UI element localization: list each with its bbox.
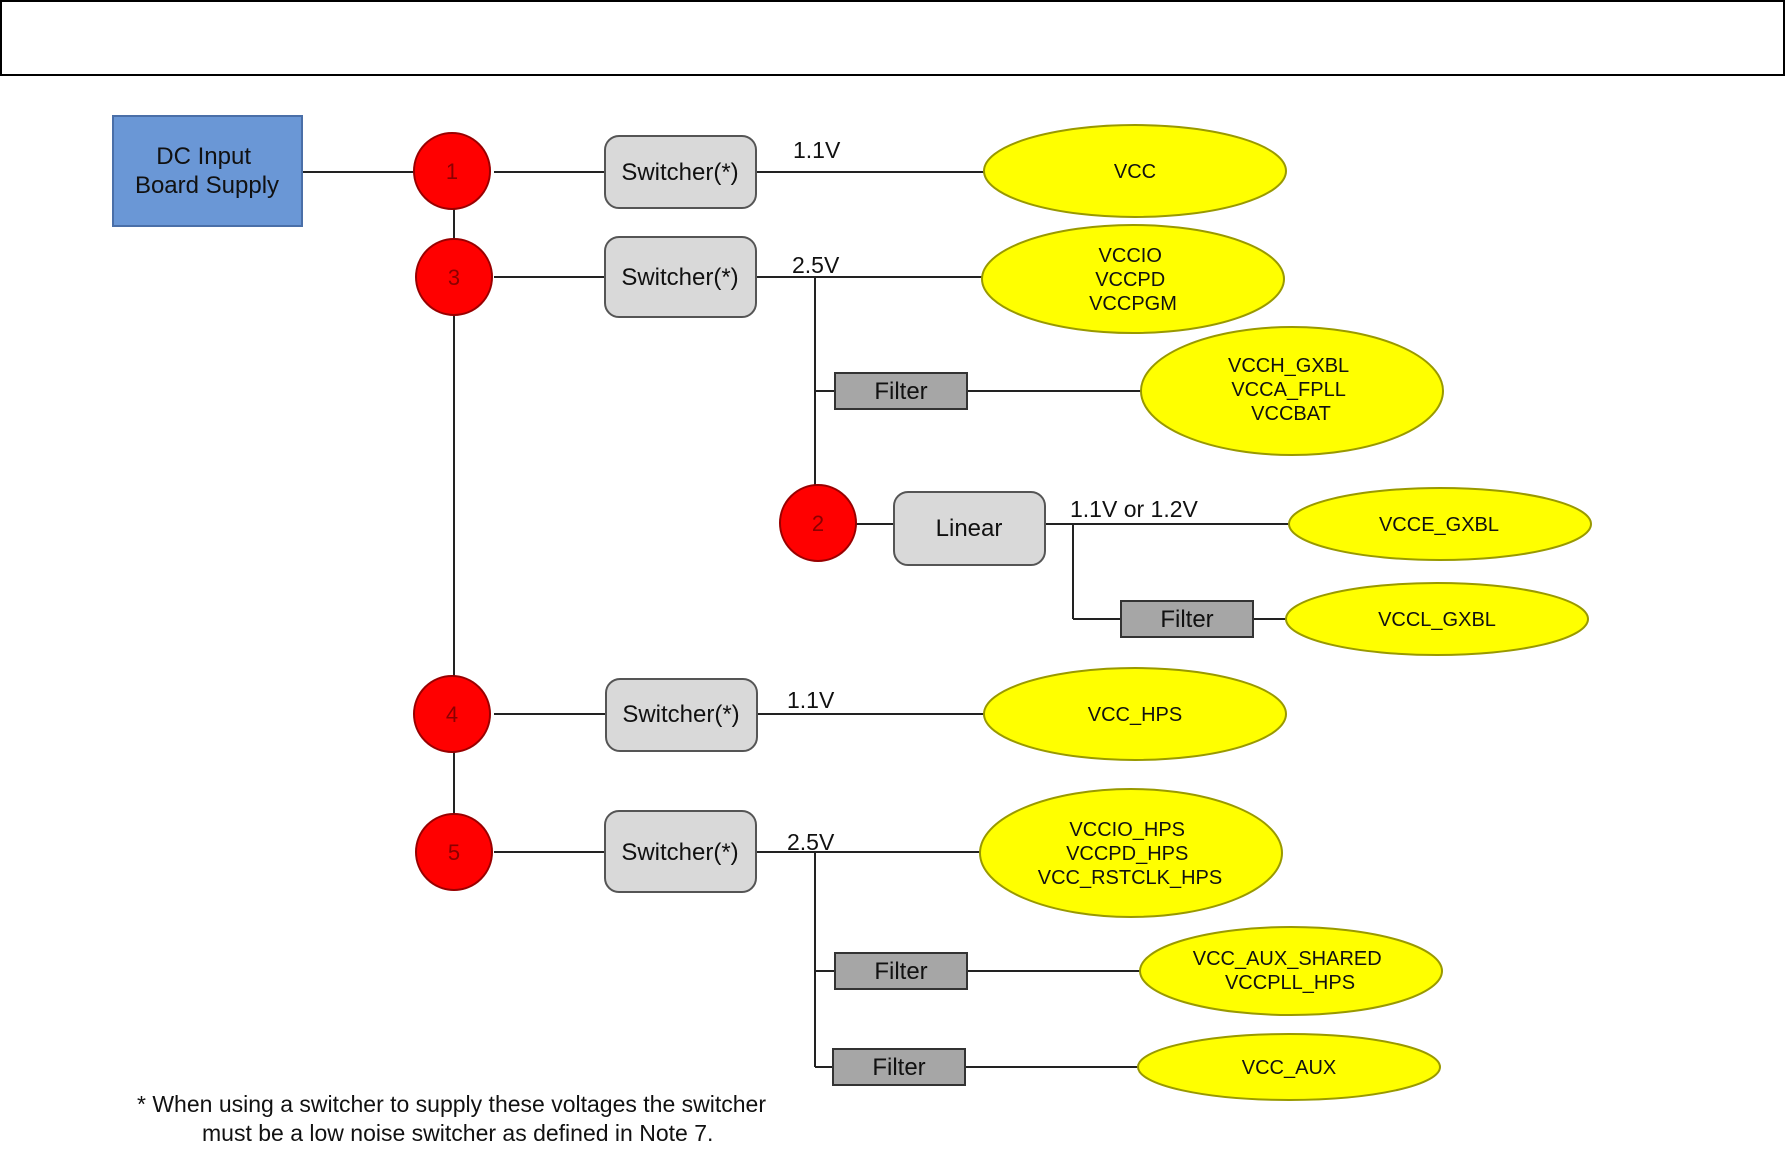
switcher-rail-3-label: Switcher(*) bbox=[621, 264, 738, 291]
linear-regulator: Linear bbox=[893, 491, 1046, 566]
dc-input-label-line-2: Board Supply bbox=[135, 172, 279, 199]
filter-rail-2-label: Filter bbox=[1160, 606, 1213, 633]
switcher-rail-1: Switcher(*) bbox=[604, 135, 757, 209]
dc-input-box: DC Input Board Supply bbox=[112, 115, 303, 227]
switcher-rail-5: Switcher(*) bbox=[604, 810, 757, 893]
dc-input-label-line-1: DC Input bbox=[156, 143, 251, 170]
voltage-label-rail-2: 1.1V or 1.2V bbox=[1070, 496, 1199, 522]
switcher-rail-3: Switcher(*) bbox=[604, 236, 757, 318]
output-vccio-hps-group-line-2: VCCPD_HPS bbox=[1066, 843, 1188, 865]
svg-text:VCC_HPS: VCC_HPS bbox=[1088, 704, 1182, 726]
node-3-label: 3 bbox=[448, 265, 460, 290]
output-vccio-group-line-3: VCCPGM bbox=[1089, 293, 1177, 315]
svg-text:DC Input Board Supply: DC Input Board Supply bbox=[135, 143, 279, 199]
node-1: 1 bbox=[413, 132, 491, 210]
svg-text:VCCIO_HPS VCCPD_HPS: VCCIO_HPS VCCPD_HPS VCC_RSTCLK_HPS bbox=[1038, 819, 1223, 889]
footnote-line-1: * When using a switcher to supply these … bbox=[137, 1091, 766, 1117]
voltage-label-rail-3: 2.5V bbox=[792, 252, 840, 278]
filter-rail-5-a-label: Filter bbox=[874, 958, 927, 985]
output-vcch-group: VCCH_GXBL VCCA_FPLL VCCBAT bbox=[1140, 326, 1444, 456]
svg-text:VCCE_GXBL: VCCE_GXBL bbox=[1379, 514, 1499, 536]
node-4-label: 4 bbox=[446, 702, 458, 727]
output-vcc-hps-line-1: VCC_HPS bbox=[1088, 704, 1182, 726]
switcher-rail-1-label: Switcher(*) bbox=[621, 159, 738, 186]
output-vccio-group-line-2: VCCPD bbox=[1095, 269, 1165, 291]
output-vcch-group-line-3: VCCBAT bbox=[1251, 403, 1331, 425]
node-5-label: 5 bbox=[448, 840, 460, 865]
svg-text:VCCIO VCCPD VCCPGM: VCCIO VCCPD VCCPGM bbox=[1089, 245, 1177, 315]
output-vcc-line-1: VCC bbox=[1114, 161, 1156, 183]
svg-text:VCCL_GXBL: VCCL_GXBL bbox=[1378, 609, 1496, 631]
dc-input-box-shape bbox=[112, 115, 303, 227]
output-vccl: VCCL_GXBL bbox=[1285, 582, 1589, 656]
output-vccio-group: VCCIO VCCPD VCCPGM bbox=[981, 224, 1285, 334]
output-vcc-aux-line-1: VCC_AUX bbox=[1242, 1057, 1336, 1079]
output-vcc: VCC bbox=[983, 124, 1287, 218]
filter-rail-5-b-label: Filter bbox=[872, 1054, 925, 1081]
linear-regulator-label: Linear bbox=[936, 515, 1003, 542]
output-vccio-hps-group-line-1: VCCIO_HPS bbox=[1069, 819, 1185, 841]
output-vccio-group-line-1: VCCIO bbox=[1099, 245, 1162, 267]
switcher-rail-5-label: Switcher(*) bbox=[621, 839, 738, 866]
node-2-label: 2 bbox=[812, 511, 824, 536]
filter-rail-3: Filter bbox=[834, 372, 968, 410]
svg-text:VCC: VCC bbox=[1114, 161, 1156, 183]
output-vccio-hps-group: VCCIO_HPS VCCPD_HPS VCC_RSTCLK_HPS bbox=[979, 788, 1283, 918]
output-vcch-group-line-1: VCCH_GXBL bbox=[1228, 355, 1349, 377]
node-2: 2 bbox=[779, 484, 857, 562]
node-1-label: 1 bbox=[446, 159, 458, 184]
header-bar bbox=[0, 0, 1785, 76]
node-3: 3 bbox=[415, 238, 493, 316]
output-vcc-aux: VCC_AUX bbox=[1137, 1033, 1441, 1101]
svg-text:VCC_AUX_SHARED VCCPLL_HP: VCC_AUX_SHARED VCCPLL_HPS bbox=[1193, 948, 1388, 994]
output-vcce-line-1: VCCE_GXBL bbox=[1379, 514, 1499, 536]
filter-rail-2: Filter bbox=[1120, 600, 1254, 638]
switcher-rail-4-label: Switcher(*) bbox=[622, 701, 739, 728]
voltage-label-rail-5: 2.5V bbox=[787, 829, 835, 855]
output-vcc-aux-shared-group-line-1: VCC_AUX_SHARED bbox=[1193, 948, 1382, 970]
filter-rail-5-a: Filter bbox=[834, 952, 968, 990]
output-vcce: VCCE_GXBL bbox=[1288, 487, 1592, 561]
voltage-label-rail-4: 1.1V bbox=[787, 687, 835, 713]
filter-rail-5-b: Filter bbox=[832, 1048, 966, 1086]
output-vcc-hps: VCC_HPS bbox=[983, 667, 1287, 761]
svg-text:VCCH_GXBL VCCA_FPLL: VCCH_GXBL VCCA_FPLL VCCBAT bbox=[1228, 355, 1354, 425]
footnote: * When using a switcher to supply these … bbox=[137, 1091, 766, 1146]
switcher-rail-4: Switcher(*) bbox=[605, 678, 758, 752]
output-vccio-hps-group-line-3: VCC_RSTCLK_HPS bbox=[1038, 867, 1223, 889]
filter-rail-3-label: Filter bbox=[874, 378, 927, 405]
output-vcc-aux-shared-group: VCC_AUX_SHARED VCCPLL_HPS bbox=[1139, 926, 1443, 1016]
svg-text:VCC_AUX: VCC_AUX bbox=[1242, 1057, 1336, 1079]
voltage-label-rail-1: 1.1V bbox=[793, 137, 841, 163]
output-vcch-group-line-2: VCCA_FPLL bbox=[1231, 379, 1345, 401]
output-vccl-line-1: VCCL_GXBL bbox=[1378, 609, 1496, 631]
node-5: 5 bbox=[415, 813, 493, 891]
node-4: 4 bbox=[413, 675, 491, 753]
footnote-line-2: must be a low noise switcher as defined … bbox=[202, 1120, 713, 1146]
output-vcc-aux-shared-group-line-2: VCCPLL_HPS bbox=[1225, 972, 1355, 994]
